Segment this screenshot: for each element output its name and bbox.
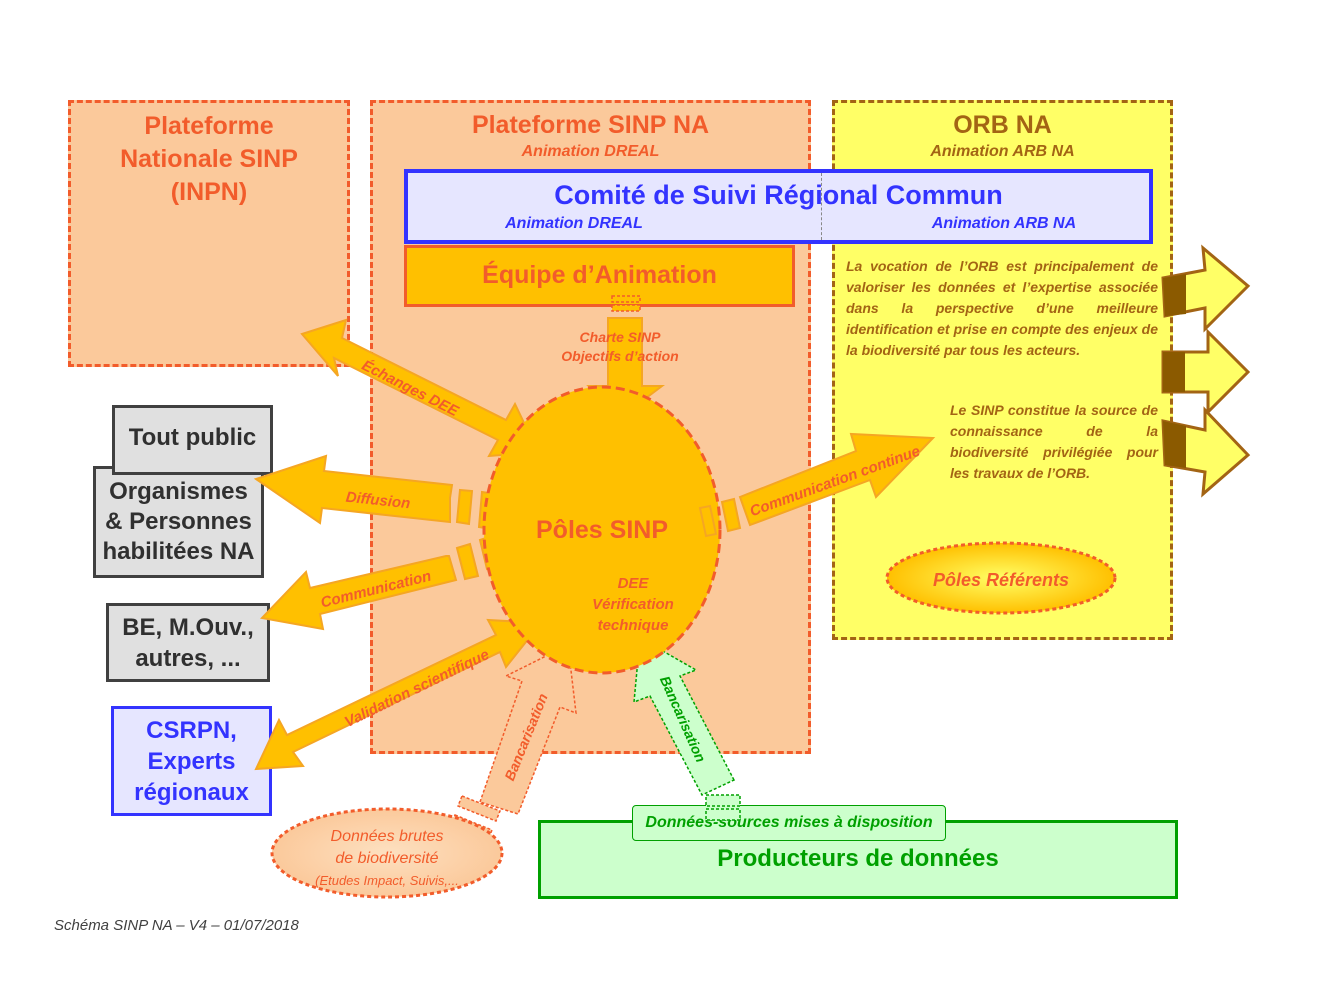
plateforme-nationale-title: Plateforme Nationale SINP (INPN) xyxy=(120,112,298,206)
producteurs-title: Producteurs de données xyxy=(717,845,999,872)
comite-left-subtitle: Animation DREAL xyxy=(505,215,643,232)
output-arrow-1 xyxy=(1161,244,1251,333)
output-arrow-3 xyxy=(1161,406,1251,498)
plateforme-sinp-na-subtitle: Animation DREAL xyxy=(521,143,660,160)
donnees-brutes-ellipse xyxy=(270,807,504,899)
bancarisation-right-arrow xyxy=(633,636,741,821)
be-box xyxy=(106,603,270,682)
csrpn-label: CSRPN, Experts régionaux xyxy=(134,717,249,806)
output-arrow-2 xyxy=(1161,328,1251,416)
communication-continue-arrow xyxy=(698,432,936,538)
producteurs-tab xyxy=(632,805,946,841)
poles-referents-label: Pôles Référents xyxy=(932,570,1070,590)
plateforme-sinp-na-title: Plateforme SINP NA xyxy=(471,111,710,139)
comite-right-subtitle: Animation ARB NA xyxy=(931,215,1077,232)
charte-label: Charte SINP Objectifs d’action xyxy=(561,329,679,364)
orb-text-1: La vocation de l’ORB est principalement … xyxy=(846,258,1158,358)
comite-suivi-box xyxy=(404,169,1153,244)
comite-divider xyxy=(821,173,822,240)
plateforme-nationale-box xyxy=(68,100,350,367)
donnees-brutes-label: Données brutes de biodiversité (Etudes I… xyxy=(315,828,459,888)
organismes-box xyxy=(93,466,264,578)
equipe-animation-box xyxy=(404,245,795,307)
orb-na-title: ORB NA xyxy=(953,111,1052,139)
orb-text-2: Le SINP constitue la source de connaissa… xyxy=(950,402,1158,481)
poles-sinp-details: DEE Vérification technique xyxy=(592,575,674,634)
equipe-animation-title: Équipe d’Animation xyxy=(482,261,717,289)
poles-sinp-ellipse xyxy=(482,385,722,675)
be-label: BE, M.Ouv., autres, ... xyxy=(122,614,254,672)
tout-public-box xyxy=(112,405,273,475)
orb-na-subtitle: Animation ARB NA xyxy=(930,143,1075,160)
bancarisation-left-arrow xyxy=(450,643,577,841)
poles-referents-ellipse xyxy=(885,541,1117,615)
poles-sinp-title: Pôles SINP xyxy=(536,516,668,544)
tout-public-label: Tout public xyxy=(128,424,257,451)
footer-version: Schéma SINP NA – V4 – 01/07/2018 xyxy=(54,917,299,934)
organismes-label: Organismes & Personnes habilitées NA xyxy=(102,478,255,565)
comite-suivi-title: Comité de Suivi Régional Commun xyxy=(554,180,1003,210)
